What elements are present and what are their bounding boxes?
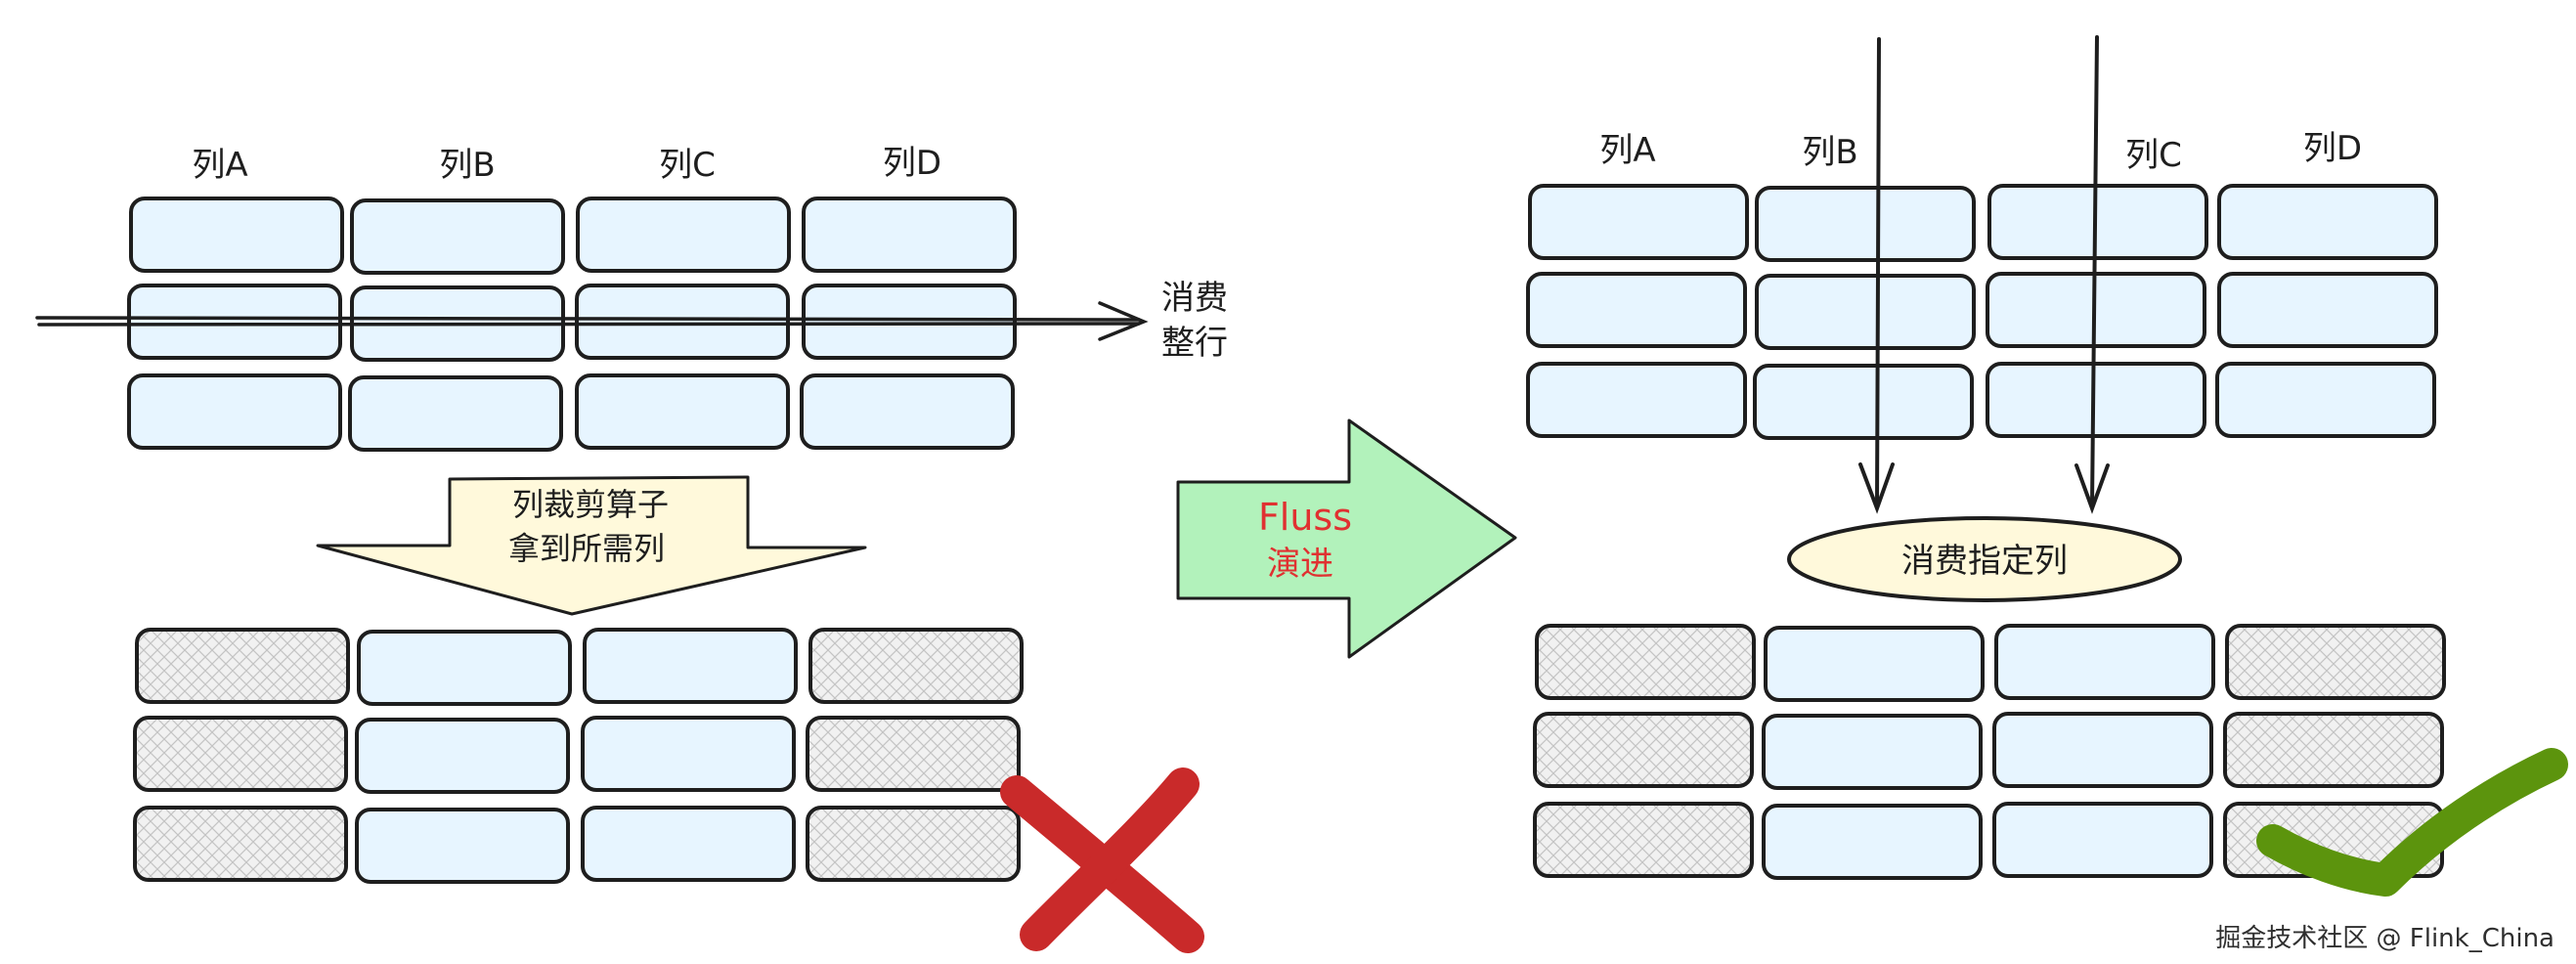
left-source-grid — [127, 197, 1017, 452]
pruned-cell — [806, 806, 1021, 882]
column-pruning-operator-arrow — [316, 475, 867, 616]
pruned-cell — [1533, 712, 1754, 788]
grid-cell — [1987, 184, 2208, 260]
left-col-a-label: 列A — [192, 146, 247, 185]
grid-cell — [348, 375, 563, 452]
right-col-d-label: 列D — [2303, 129, 2362, 168]
grid-cell — [355, 718, 570, 794]
right-source-grid — [1526, 184, 2438, 440]
consume-columns-label: 消费指定列 — [1901, 542, 2068, 581]
evolution-arrow: Fluss 演进 — [1176, 418, 1517, 659]
right-col-c-label: 列C — [2125, 136, 2182, 175]
grid-cell — [576, 197, 791, 273]
grid-cell — [350, 198, 565, 275]
grid-cell — [1992, 712, 2213, 788]
watermark: 掘金技术社区 @ Flink_China — [2215, 924, 2554, 953]
grid-cell — [581, 806, 796, 882]
right-result-grid — [1533, 624, 2446, 880]
consume-columns-ellipse — [1787, 516, 2182, 602]
pruned-cell — [806, 716, 1021, 792]
grid-cell — [355, 808, 570, 884]
grid-cell — [1762, 804, 1983, 880]
grid-cell — [1755, 186, 1976, 262]
pruned-cell — [133, 806, 348, 882]
grid-cell — [2215, 362, 2436, 438]
grid-cell — [1762, 714, 1983, 790]
right-panel: 列A 列B 列C 列D 消费指定列 — [1526, 35, 2568, 897]
grid-cell — [1528, 184, 1749, 260]
column-b-arrow — [1858, 37, 1895, 514]
pruned-cell — [1533, 802, 1754, 878]
left-col-d-label: 列D — [883, 144, 941, 183]
grid-cell — [802, 197, 1017, 273]
operator-label-line2: 拿到所需列 — [508, 530, 665, 567]
left-result-grid — [133, 628, 1024, 884]
evolution-label-line2: 演进 — [1267, 545, 1333, 584]
pruned-cell — [1535, 624, 1756, 700]
grid-cell — [1526, 362, 1747, 438]
row-arrow-label-line1: 消费 — [1161, 279, 1228, 318]
grid-cell — [1753, 364, 1974, 440]
column-c-arrow — [2074, 35, 2110, 514]
left-col-c-label: 列C — [659, 146, 716, 185]
evolution-arrow-shape — [1176, 418, 1517, 659]
grid-cell — [129, 197, 344, 273]
row-arrow — [35, 301, 1149, 341]
row-arrow-label-line2: 整行 — [1161, 324, 1228, 363]
pruned-cell — [135, 628, 350, 704]
grid-cell — [1526, 272, 1747, 348]
grid-cell — [575, 284, 790, 360]
grid-cell — [2217, 272, 2438, 348]
left-panel: 列A 列B 列C 列D 消费 整行 列裁剪算子 拿到所 — [35, 144, 1228, 953]
grid-cell — [127, 284, 342, 360]
grid-cell — [357, 630, 572, 706]
right-col-b-label: 列B — [1802, 133, 1857, 172]
grid-cell — [1994, 624, 2215, 700]
pruned-cell — [2223, 712, 2444, 788]
grid-cell — [581, 716, 796, 792]
grid-cell — [1755, 274, 1976, 350]
pruned-cell — [808, 628, 1024, 704]
pruned-cell — [2225, 624, 2446, 700]
grid-cell — [802, 284, 1017, 360]
cross-icon — [1000, 767, 1204, 953]
grid-cell — [2217, 184, 2438, 260]
left-col-b-label: 列B — [439, 146, 495, 185]
grid-cell — [1764, 626, 1985, 702]
check-icon — [2256, 748, 2568, 897]
grid-cell — [1986, 362, 2206, 438]
grid-cell — [575, 373, 790, 450]
right-col-a-label: 列A — [1599, 131, 1655, 170]
grid-cell — [800, 373, 1015, 450]
pruned-cell — [133, 716, 348, 792]
grid-cell — [127, 373, 342, 450]
evolution-label-line1: Fluss — [1258, 496, 1352, 539]
operator-label-line1: 列裁剪算子 — [512, 486, 669, 523]
grid-cell — [1992, 802, 2213, 878]
grid-cell — [583, 628, 798, 704]
